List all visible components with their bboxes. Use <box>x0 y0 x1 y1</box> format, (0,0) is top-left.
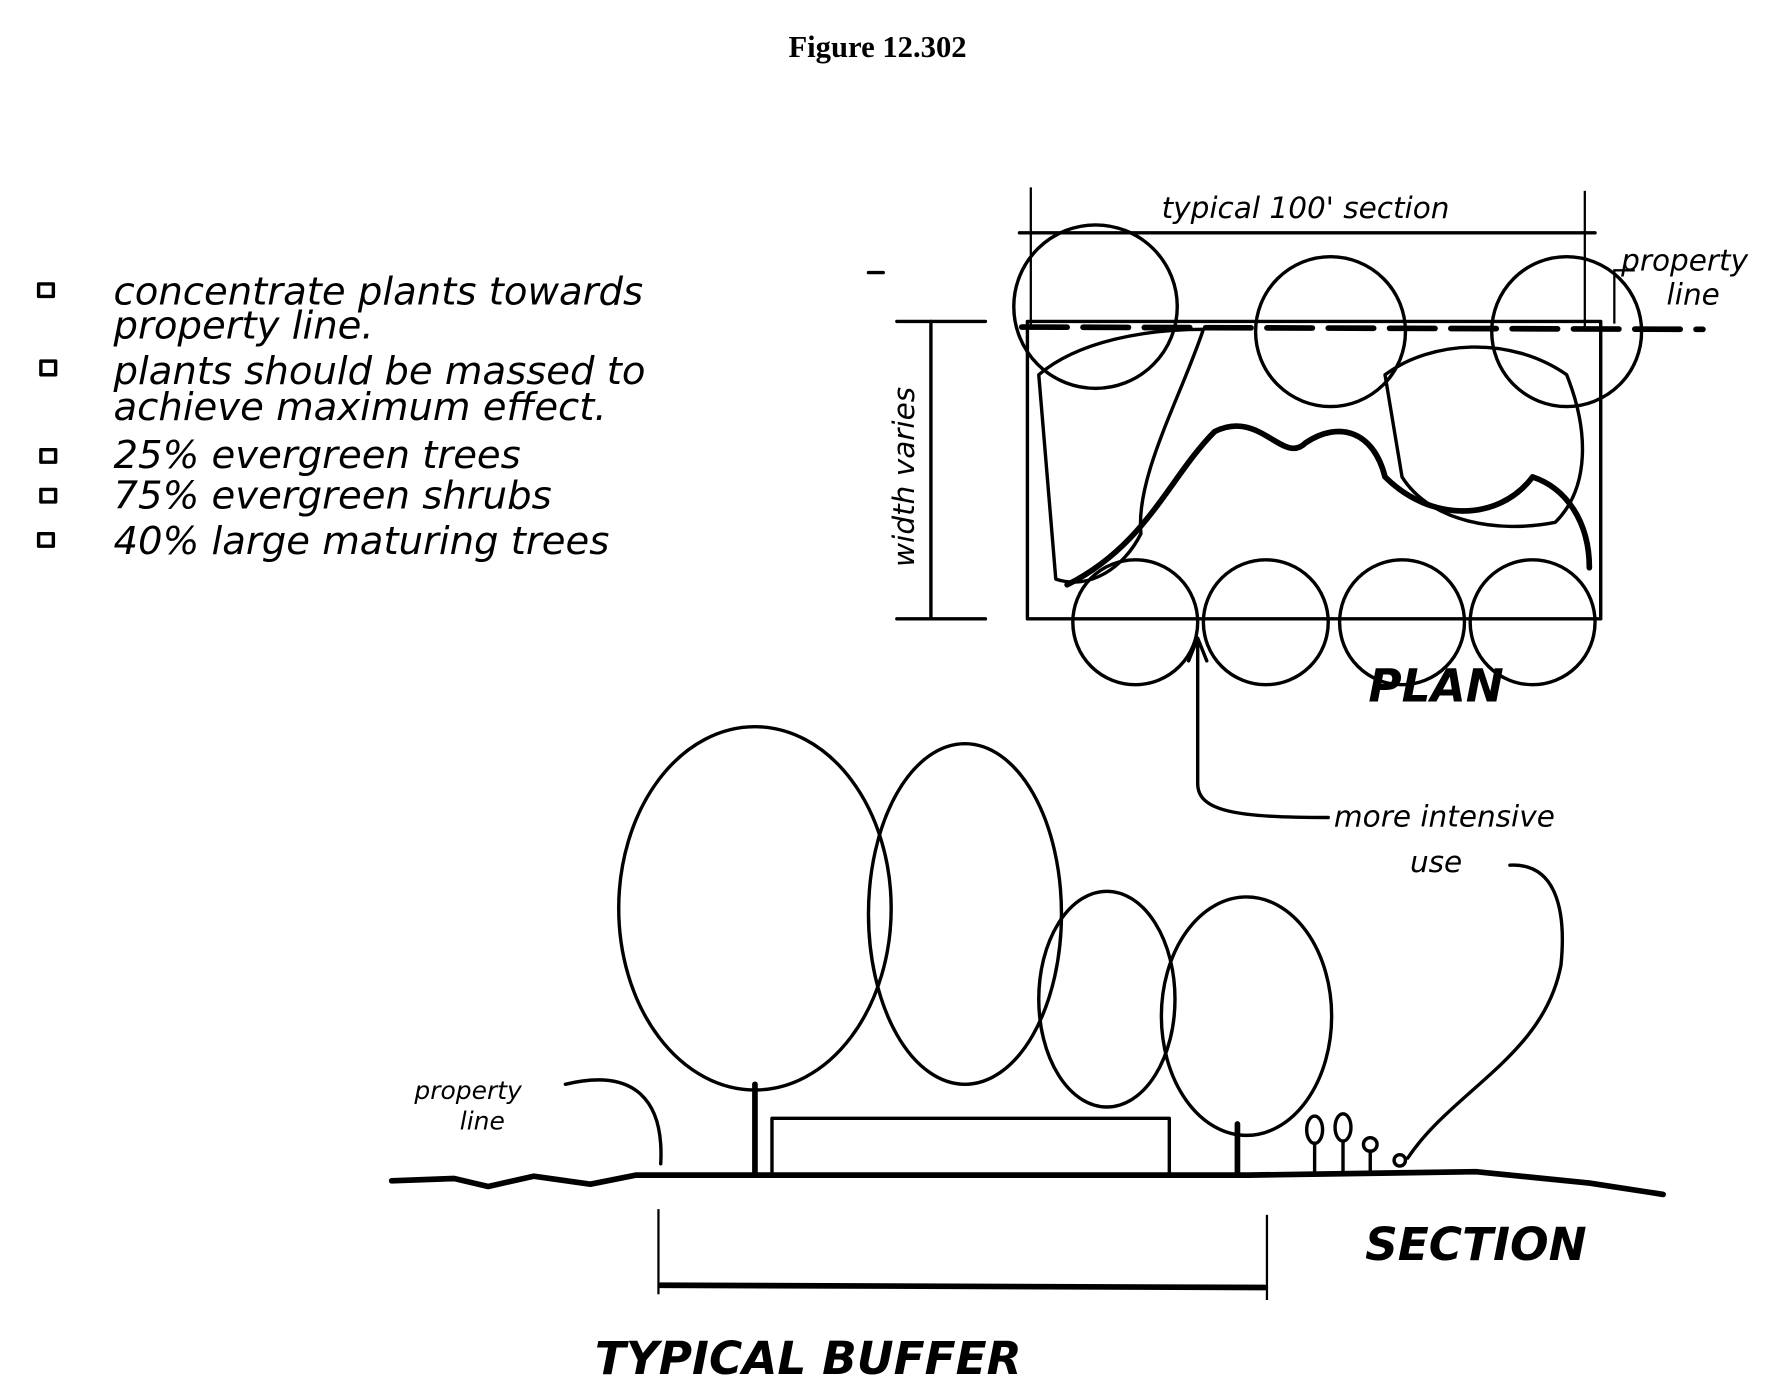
callout-line-1: more intensive <box>1334 800 1555 834</box>
section-property-label-1: property <box>413 1076 523 1105</box>
large-tree <box>617 724 893 1092</box>
evergreen-mass <box>1383 345 1585 529</box>
typical-section-label: typical 100' section <box>1162 191 1450 225</box>
shrub-mass <box>770 1116 1172 1177</box>
shrub-canopy <box>1468 558 1597 687</box>
shrub-canopy <box>1337 558 1467 687</box>
section-property-label-2: line <box>460 1107 505 1136</box>
evergreen-tree <box>1037 889 1177 1109</box>
guideline-1-line-1: concentrate plants towards <box>114 269 644 314</box>
tree-canopy <box>1253 254 1408 409</box>
evergreen-mass <box>1037 327 1206 584</box>
plan-view: typical 100' section property line width… <box>866 187 1749 1160</box>
shrub-canopy <box>1071 558 1200 687</box>
large-tree <box>866 742 1064 1086</box>
checkbox-icon <box>39 359 58 377</box>
guideline-4: 75% evergreen shrubs <box>114 474 552 519</box>
property-line <box>1018 324 1706 333</box>
section-label: SECTION <box>1365 1218 1587 1271</box>
width-varies-label: width varies <box>887 387 921 567</box>
guideline-1-line-2: property line. <box>113 303 374 348</box>
people-icon <box>1304 1112 1408 1175</box>
guideline-3: 25% evergreen trees <box>114 433 521 478</box>
typical-buffer-label: TYPICAL BUFFER <box>595 1332 1022 1385</box>
checkbox-icon <box>39 447 58 464</box>
callout-line-2: use <box>1410 845 1462 879</box>
plan-property-label-2: line <box>1667 277 1720 311</box>
section-view: property line SECTION TYPICAL BUFFER <box>388 724 1666 1385</box>
buffer-dimension-line <box>657 1282 1268 1291</box>
guideline-2-line-1: plants should be massed to <box>113 349 646 394</box>
buffer-area <box>1025 319 1603 621</box>
ground-line <box>388 1168 1666 1198</box>
plan-property-label-1: property <box>1620 243 1748 277</box>
callout-leader <box>1406 863 1565 1160</box>
figure-title: Figure 12.302 <box>788 30 966 64</box>
tree <box>1159 895 1334 1138</box>
guideline-2-line-2: achieve maximum effect. <box>114 385 607 430</box>
checkbox-icon <box>36 531 56 548</box>
checkbox-icon <box>36 282 56 299</box>
plan-label: PLAN <box>1368 660 1503 713</box>
shrub-outline <box>1064 423 1593 588</box>
callout-arrow <box>1195 639 1330 820</box>
property-line-leader <box>563 1078 663 1166</box>
checkbox-icon <box>39 487 58 504</box>
shrub-canopy <box>1201 558 1330 687</box>
guidelines-list: concentrate plants towards property line… <box>36 269 646 564</box>
guideline-5: 40% large maturing trees <box>114 519 610 564</box>
tree-canopy <box>1012 223 1179 391</box>
